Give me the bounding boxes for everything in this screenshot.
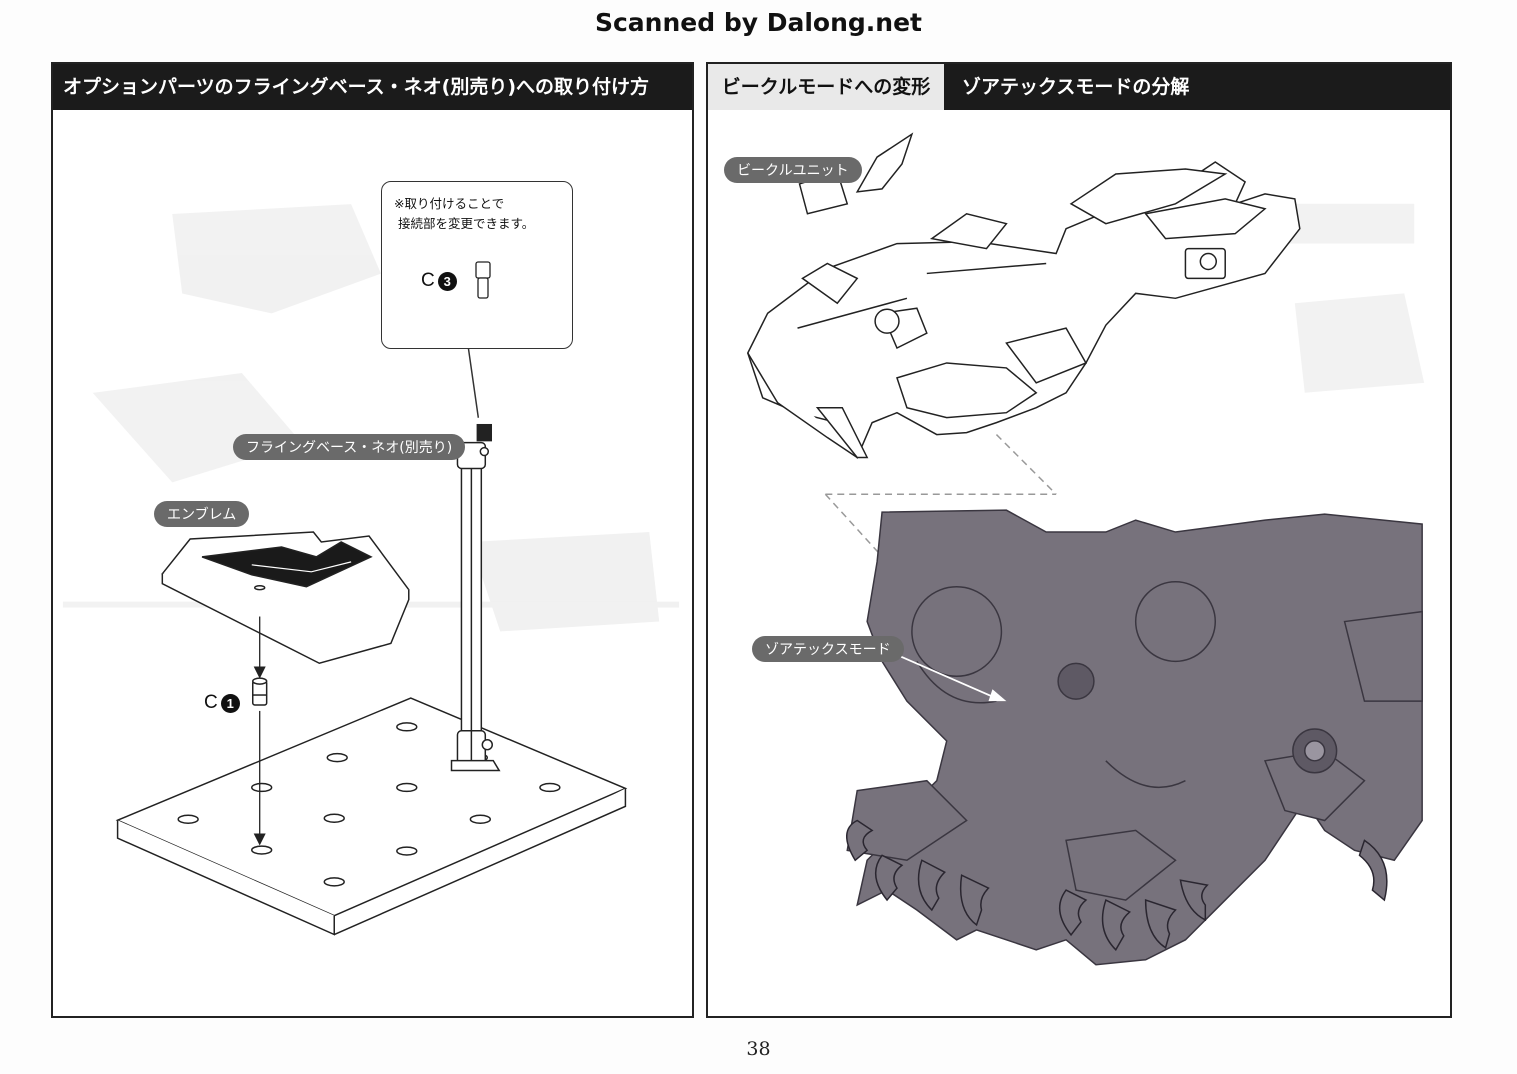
zoid-claws (846, 819, 1388, 952)
flying-base-illustration (62, 204, 680, 936)
label-zoatex-mode: ゾアテックスモード (752, 636, 904, 662)
right-panel: ビークルモードへの変形 ゾアテックスモードの分解 (706, 62, 1452, 1018)
base-plate (115, 697, 628, 936)
callout-note: ※取り付けることで 接続部を変更できます。 (394, 196, 535, 231)
part-number: 1 (220, 693, 240, 713)
label-flying-base: フライングベース・ネオ(別売り) (233, 434, 466, 460)
left-panel-header: オプションパーツのフライングベース・ネオ(別売り)への取り付け方 (53, 64, 692, 110)
label-vehicle-unit: ビークルユニット (724, 157, 862, 183)
header-zoatex-disassembly: ゾアテックスモードの分解 (946, 64, 1450, 110)
peg-c1 (252, 677, 268, 706)
emblem-plate (161, 531, 410, 665)
header-vehicle-mode: ビークルモードへの変形 (708, 64, 946, 110)
peg-c3 (475, 261, 491, 299)
part-letter: C (204, 692, 218, 713)
part-letter: C (421, 270, 435, 291)
callout-box: ※取り付けることで 接続部を変更できます。 (381, 181, 573, 349)
label-emblem: エンブレム (154, 501, 250, 527)
zoid-illustration (746, 132, 1425, 966)
part-code-c3: C 3 (421, 270, 457, 292)
left-panel: オプションパーツのフライングベース・ネオ(別売り)への取り付け方 (51, 62, 694, 1018)
part-code-c1: C 1 (204, 692, 240, 714)
zoatex-mode (846, 509, 1423, 966)
watermark: Scanned by Dalong.net (594, 8, 922, 37)
part-number: 3 (437, 271, 457, 291)
stand-pole (450, 423, 501, 772)
page-number: 38 (746, 1038, 771, 1060)
vehicle-unit (746, 132, 1301, 460)
